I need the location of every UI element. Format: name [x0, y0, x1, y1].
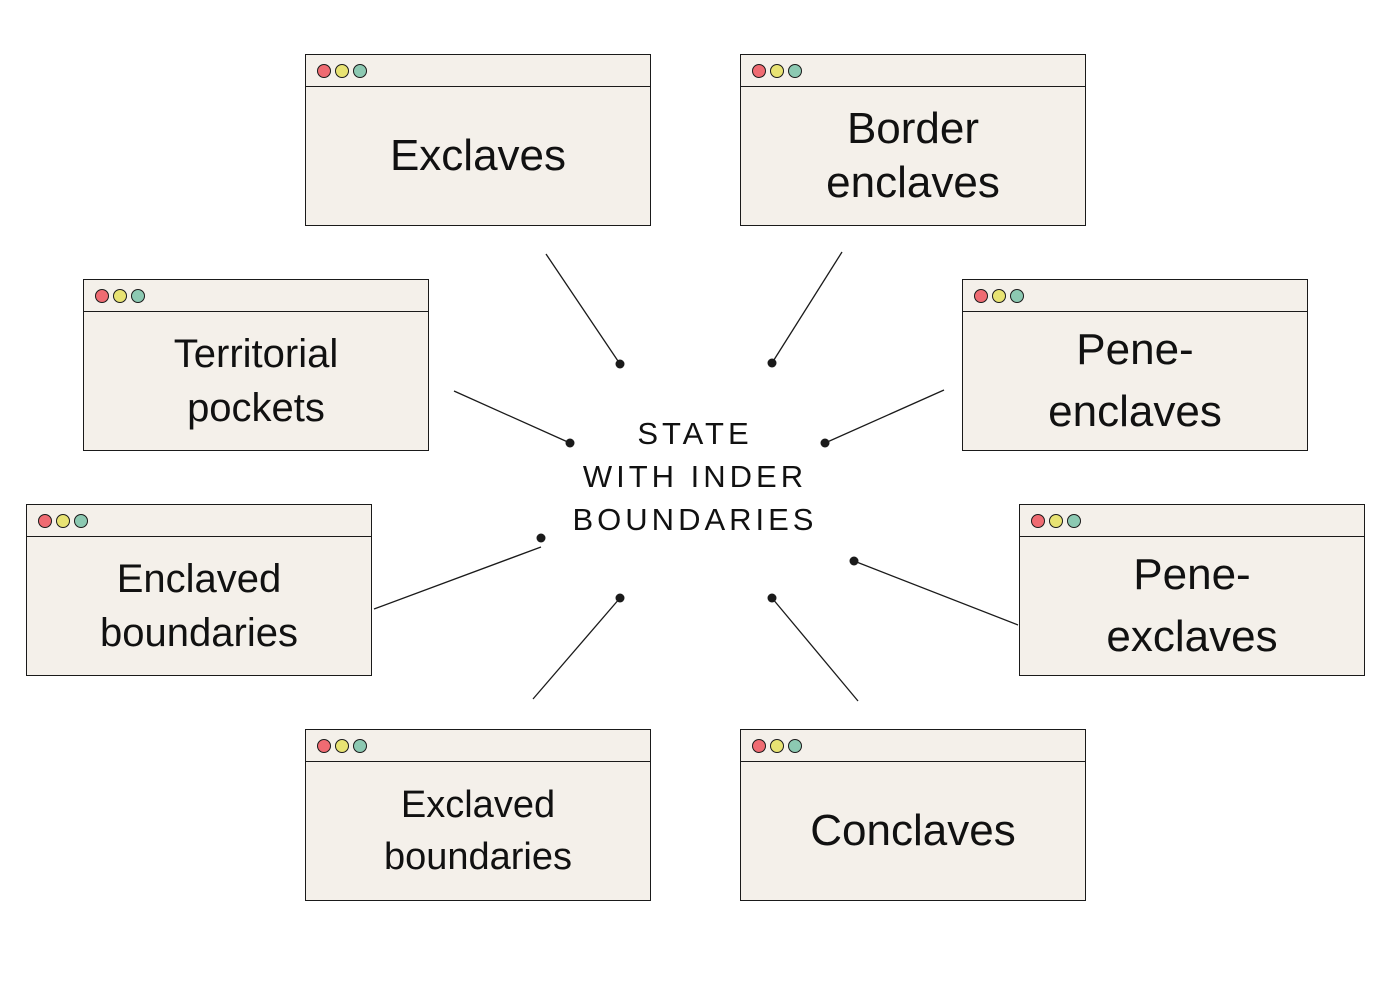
connector-exclaves — [545, 253, 621, 365]
center-line-2: WITH INDER — [582, 459, 808, 494]
window-label-line: enclaves — [1048, 387, 1222, 436]
yellow-dot-icon — [770, 63, 784, 78]
connector-dot-exclaved-boundaries — [615, 593, 625, 603]
red-dot-icon — [317, 738, 331, 753]
connector-conclaves — [771, 597, 859, 702]
yellow-dot-icon — [335, 738, 349, 753]
window-body: Pene- exclaves — [1020, 537, 1364, 675]
connector-dot-pene-exclaves — [849, 556, 859, 566]
connector-enclaved-boundaries — [373, 546, 542, 610]
window-body: Territorial pockets — [84, 312, 428, 450]
teal-dot-icon — [788, 63, 802, 78]
window-label-line: Border — [846, 104, 980, 154]
red-dot-icon — [317, 63, 331, 78]
window-conclaves: Conclaves — [740, 729, 1086, 901]
red-dot-icon — [95, 288, 109, 303]
window-exclaves: Exclaves — [305, 54, 651, 226]
window-enclaved-boundaries: Enclaved boundaries — [26, 504, 372, 676]
center-line-1: STATE — [637, 416, 753, 451]
window-titlebar — [1020, 505, 1364, 537]
red-dot-icon — [38, 513, 52, 528]
connector-dot-conclaves — [767, 593, 777, 603]
connector-dot-enclaved-boundaries — [536, 533, 546, 543]
window-exclaved-boundaries: Exclaved boundaries — [305, 729, 651, 901]
window-label-line: enclaves — [826, 158, 1000, 207]
yellow-dot-icon — [113, 288, 127, 303]
window-label-line: boundaries — [383, 836, 573, 878]
window-pene-enclaves: Pene- enclaves — [962, 279, 1308, 451]
connector-exclaved-boundaries — [532, 597, 621, 700]
window-titlebar — [27, 505, 371, 537]
connector-pene-exclaves — [853, 560, 1019, 626]
connector-territorial-pockets — [453, 390, 571, 444]
window-titlebar — [306, 730, 650, 762]
connector-dot-exclaves — [615, 359, 625, 369]
window-label-line: exclaves — [1106, 612, 1278, 661]
window-label-line: Exclaves — [389, 131, 567, 181]
window-body: Conclaves — [741, 762, 1085, 900]
teal-dot-icon — [131, 288, 145, 303]
yellow-dot-icon — [56, 513, 70, 528]
teal-dot-icon — [1010, 288, 1024, 303]
teal-dot-icon — [74, 513, 88, 528]
yellow-dot-icon — [770, 738, 784, 753]
center-topic-label: STATE WITH INDER BOUNDARIES — [530, 412, 860, 541]
teal-dot-icon — [353, 63, 367, 78]
window-label-line: Pene- — [1076, 325, 1194, 375]
connector-pene-enclaves — [824, 389, 945, 444]
connector-dot-border-enclaves — [767, 358, 777, 368]
yellow-dot-icon — [1049, 513, 1063, 528]
window-label-line: pockets — [187, 386, 325, 430]
window-titlebar — [741, 55, 1085, 87]
window-label-line: boundaries — [100, 611, 298, 655]
red-dot-icon — [1031, 513, 1045, 528]
red-dot-icon — [752, 63, 766, 78]
teal-dot-icon — [1067, 513, 1081, 528]
red-dot-icon — [752, 738, 766, 753]
red-dot-icon — [974, 288, 988, 303]
window-territorial-pockets: Territorial pockets — [83, 279, 429, 451]
connector-dot-pene-enclaves — [820, 438, 830, 448]
window-label-line: Enclaved — [116, 557, 282, 601]
yellow-dot-icon — [992, 288, 1006, 303]
window-body: Exclaves — [306, 87, 650, 225]
window-pene-exclaves: Pene- exclaves — [1019, 504, 1365, 676]
teal-dot-icon — [788, 738, 802, 753]
window-label-line: Conclaves — [810, 806, 1016, 856]
window-titlebar — [84, 280, 428, 312]
connector-dot-territorial-pockets — [565, 438, 575, 448]
window-titlebar — [963, 280, 1307, 312]
yellow-dot-icon — [335, 63, 349, 78]
window-body: Exclaved boundaries — [306, 762, 650, 900]
window-titlebar — [741, 730, 1085, 762]
window-label-line: Pene- — [1133, 550, 1251, 600]
window-body: Pene- enclaves — [963, 312, 1307, 450]
window-body: Border enclaves — [741, 87, 1085, 225]
window-titlebar — [306, 55, 650, 87]
center-line-3: BOUNDARIES — [572, 502, 818, 537]
window-label-line: Territorial — [173, 332, 339, 376]
window-label-line: Exclaved — [400, 783, 556, 826]
connector-border-enclaves — [771, 251, 843, 364]
teal-dot-icon — [353, 738, 367, 753]
window-border-enclaves: Border enclaves — [740, 54, 1086, 226]
window-body: Enclaved boundaries — [27, 537, 371, 675]
